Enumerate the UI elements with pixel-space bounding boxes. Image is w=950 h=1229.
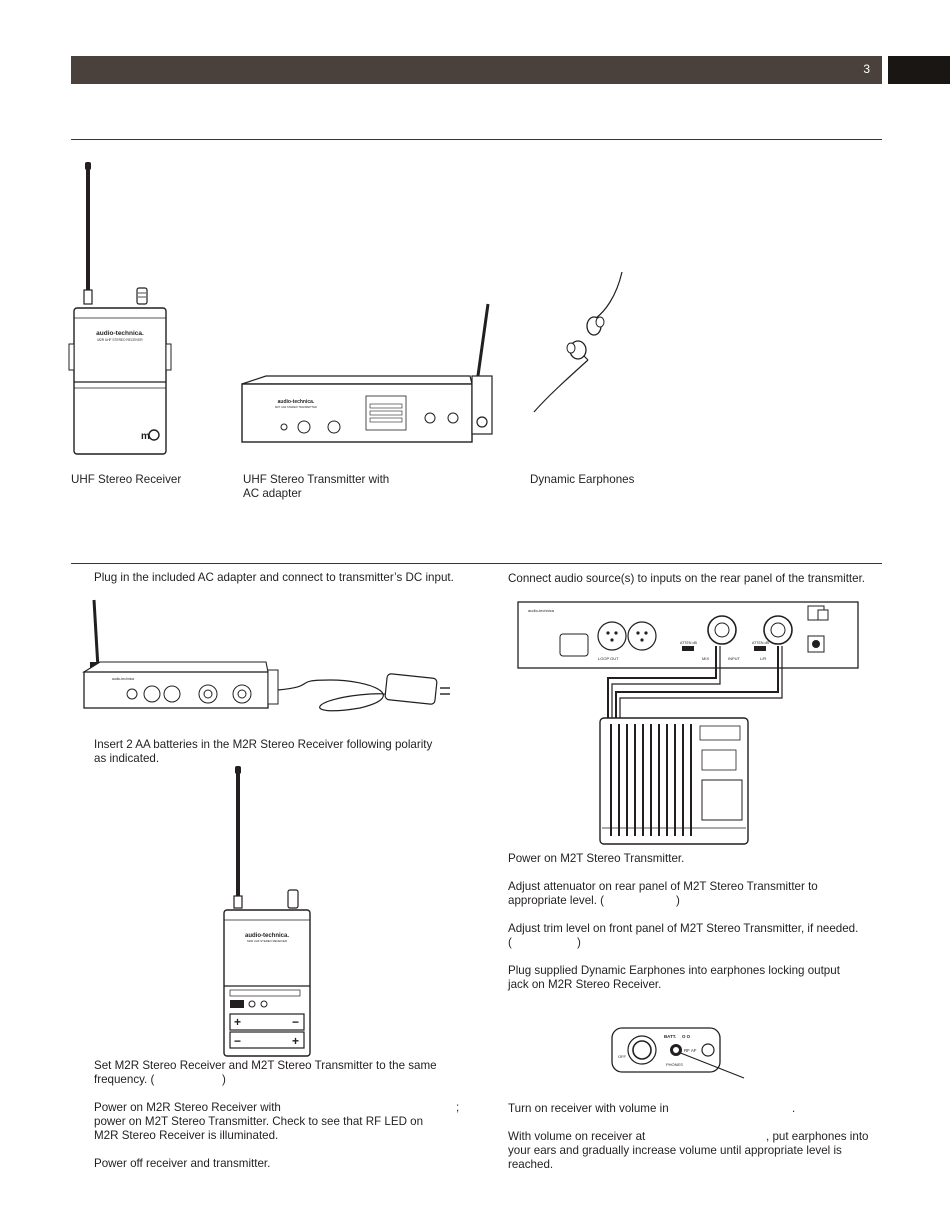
left-step-3-line2: frequency. ( [94,1073,155,1086]
left-step-5: Power off receiver and transmitter. [94,1157,271,1170]
atten-left-label: ATTEN dB [680,641,698,645]
left-step-2-line2: as indicated. [94,752,160,765]
right-step-4-line1: Adjust trim level on front panel of M2T … [508,922,859,935]
right-step-1: Connect audio source(s) to inputs on the… [508,572,866,585]
receiver-battery-illustration: audio-technica. M2R UHF STEREO RECEIVER … [223,766,311,1057]
left-step-2-line1: Insert 2 AA batteries in the M2R Stereo … [94,738,433,751]
batt-label: BATT. [664,1034,676,1039]
right-step-7-line1: With volume on receiver at [508,1130,646,1143]
input-label: INPUT [728,656,741,661]
transmitter-caption-line2: AC adapter [243,487,302,500]
right-step-4-line2-end: ) [577,936,581,949]
svg-text:+: + [234,1015,241,1029]
earphones-illustration [533,271,623,413]
svg-text:audio-technica: audio-technica [528,608,555,613]
loop-out-label: LOOP OUT [598,656,619,661]
right-step-5-line1: Plug supplied Dynamic Earphones into ear… [508,964,840,977]
mix-label: MIX [702,656,709,661]
receiver-model-label: M2R UHF STEREO RECEIVER [97,338,143,342]
left-step-3-line2-end: ) [222,1073,226,1086]
transmitter-illustration: audio-technica. M2T UHF STEREO TRANSMITT… [241,303,493,443]
right-step-6-end: . [792,1102,796,1115]
left-step-4-line2: power on M2T Stereo Transmitter. Check t… [94,1115,424,1128]
transmitter-model-label: M2T UHF STEREO TRANSMITTER [275,405,317,409]
atten-right-label: ATTEN dB [752,641,770,645]
right-step-6: Turn on receiver with volume in [508,1102,669,1115]
right-step-2: Power on M2T Stereo Transmitter. [508,852,685,865]
header-bar: 3 [71,56,882,84]
phones-label: PHONES [666,1062,683,1067]
right-step-3-line1: Adjust attenuator on rear panel of M2T S… [508,880,818,893]
right-step-7-line2: your ears and gradually increase volume … [508,1144,842,1157]
transmitter-brand: audio-technica. [278,399,315,405]
left-step-3-line1: Set M2R Stereo Receiver and M2T Stereo T… [94,1059,437,1072]
right-step-7-line1-end: , put earphones into [766,1130,869,1143]
off-label: OFF [618,1054,627,1059]
right-step-3-line2-end: ) [676,894,680,907]
transmitter-caption-line1: UHF Stereo Transmitter with [243,473,390,486]
svg-text:O O: O O [682,1034,691,1039]
earphones-caption: Dynamic Earphones [530,473,635,486]
receiver-battery-model: M2R UHF STEREO RECEIVER [247,939,287,943]
rear-panel-mixer-illustration: audio-technica LOOP OUT ATTEN dB ATTEN d… [517,601,859,845]
lr-label: L/R [760,656,766,661]
svg-text:−: − [234,1034,241,1048]
left-step-4-line3: M2R Stereo Receiver is illuminated. [94,1129,279,1142]
receiver-caption: UHF Stereo Receiver [71,473,182,486]
svg-text:+: + [292,1034,299,1048]
svg-text:audio-technica: audio-technica [112,677,134,681]
left-step-4-line1: Power on M2R Stereo Receiver with [94,1101,281,1114]
receiver-illustration: audio-technica. M2R UHF STEREO RECEIVER … [68,162,172,455]
page-number: 3 [863,62,870,76]
left-step-1: Plug in the included AC adapter and conn… [94,571,454,584]
right-step-3-line2: appropriate level. ( [508,894,605,907]
rf-af-label: RF AF [684,1048,697,1053]
receiver-top-jack-illustration: OFF BATT. O O RF AF PHONES [611,1027,745,1079]
right-step-5-line2: jack on M2R Stereo Receiver. [508,978,662,991]
right-step-4-line2: ( [508,936,512,949]
receiver-brand: audio-technica. [96,330,144,337]
top-divider [71,139,882,140]
right-step-7-line3: reached. [508,1158,554,1171]
svg-text:−: − [292,1015,299,1029]
transmitter-rear-ac-illustration: audio-technica [82,599,450,712]
middle-divider [71,563,882,564]
section-tab [888,56,950,84]
svg-text:m: m [141,431,150,442]
receiver-battery-brand: audio-technica. [245,933,289,939]
left-step-4-line1-end: ; [456,1101,460,1114]
